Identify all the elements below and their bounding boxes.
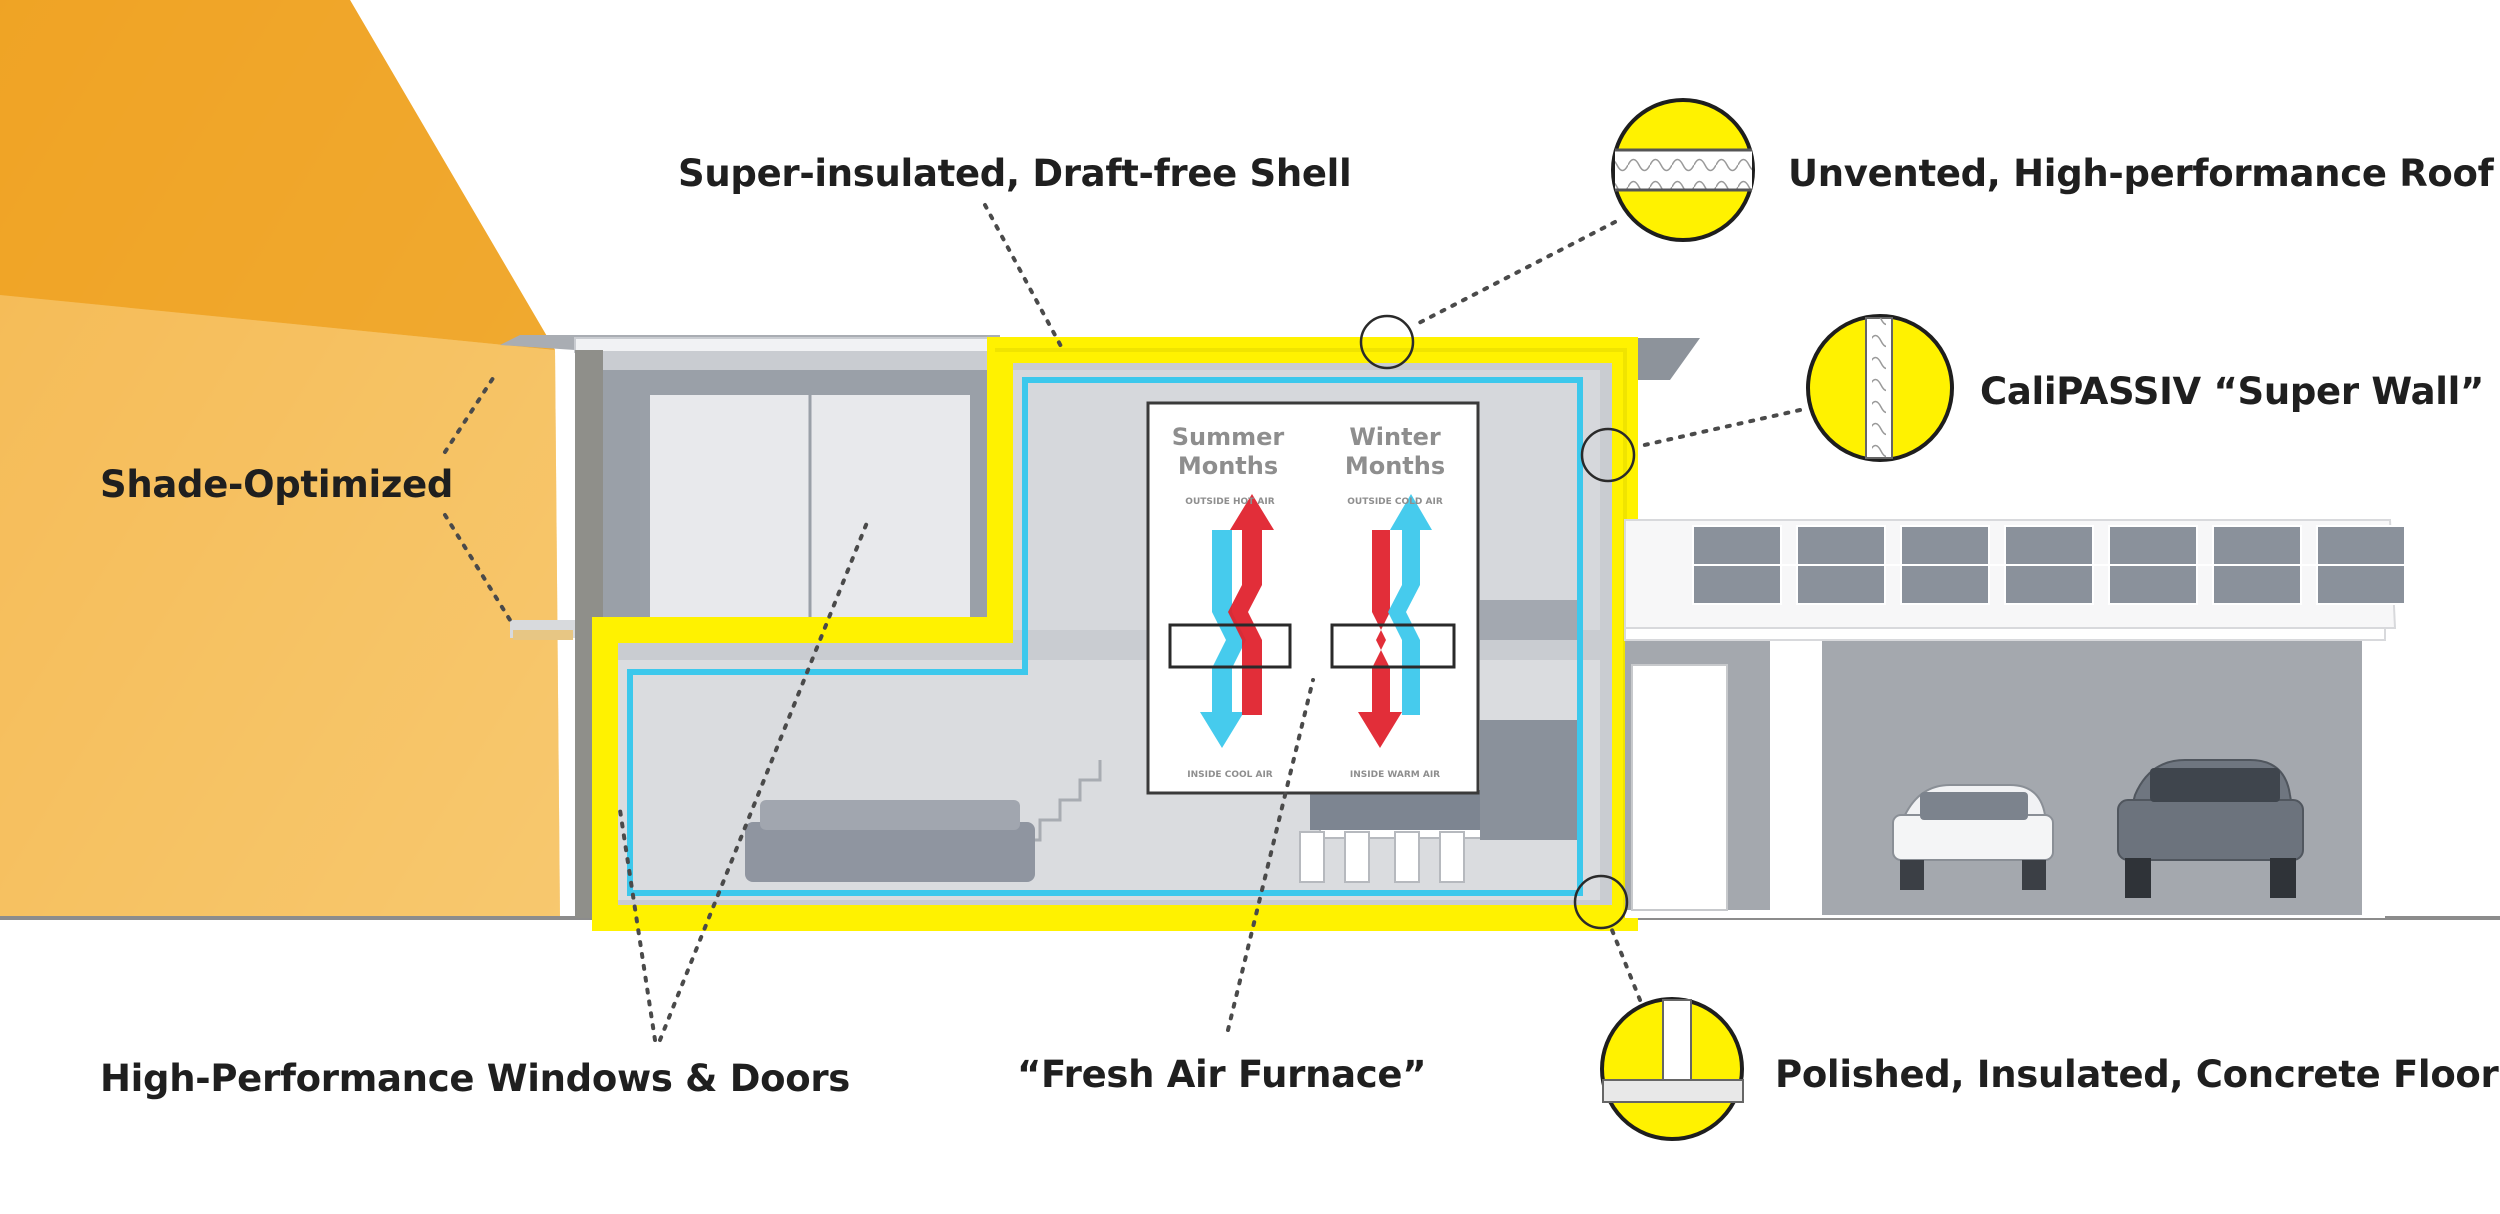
floor-detail-bubble (1600, 997, 1744, 1141)
fresh-air-duct (627, 377, 1583, 896)
winter-airflow (1330, 494, 1456, 748)
winter-title-line2: Months (1345, 452, 1445, 480)
roof-detail-bubble (1611, 98, 1755, 242)
summer-title-line1: Summer (1172, 423, 1285, 451)
winter-bottom-label: INSIDE WARM AIR (1350, 770, 1440, 780)
summer-bottom-label: INSIDE COOL AIR (1187, 770, 1273, 780)
sun-rays (0, 0, 560, 920)
shade-callout: Shade-Optimized (100, 463, 454, 506)
summer-top-label: OUTSIDE HOT AIR (1185, 497, 1274, 507)
car-left (1892, 784, 2054, 890)
wall-callout: CaliPASSIV “Super Wall” (1980, 370, 2485, 413)
windows-callout: High-Performance Windows & Doors (100, 1057, 851, 1100)
leader-lines (443, 203, 1802, 1042)
furnace-callout: “Fresh Air Furnace” (1017, 1053, 1427, 1096)
wall-detail-bubble (1806, 314, 1954, 462)
shell-callout: Super-insulated, Draft-free Shell (678, 152, 1352, 195)
summer-title-line2: Months (1178, 452, 1278, 480)
roof-callout: Unvented, High-performance Roof (1788, 152, 2494, 195)
marker-circles (1359, 314, 1636, 930)
solar-panels (1692, 525, 2406, 605)
hrv-inset: Summer Months Winter Months OUTSIDE HOT … (1146, 401, 1480, 795)
winter-top-label: OUTSIDE COLD AIR (1347, 497, 1443, 507)
summer-airflow (1168, 494, 1292, 748)
winter-title-line1: Winter (1349, 423, 1441, 451)
floor-callout: Polished, Insulated, Concrete Floor (1775, 1053, 2499, 1096)
car-right (2117, 759, 2304, 898)
